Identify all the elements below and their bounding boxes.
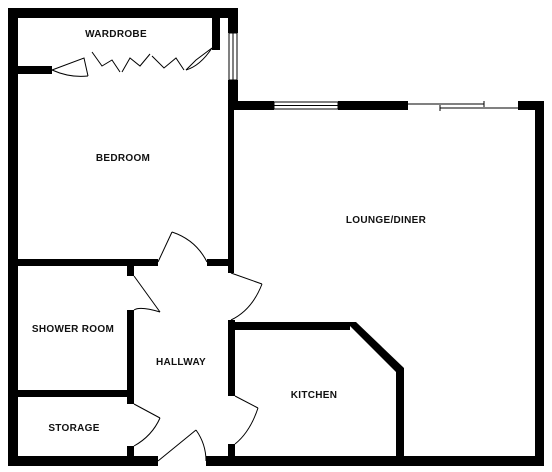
wall-lounge-top-3 (518, 101, 544, 110)
entrance-door (157, 429, 197, 462)
interior-walls (18, 18, 404, 460)
label-hallway: HALLWAY (156, 357, 206, 368)
wall-top-bedroom (8, 8, 238, 18)
doors (51, 47, 263, 462)
wall-lounge-top-2 (338, 101, 408, 110)
shower-right-wall-top (127, 264, 134, 276)
wardrobe-wall-left (18, 66, 52, 74)
kitchen-right-wall (396, 368, 404, 460)
kitchen-left-wall (228, 320, 235, 396)
wardrobe-door-1 (51, 57, 89, 77)
wall-bedroom-right-top (228, 8, 238, 33)
windows (228, 32, 518, 111)
storage-door (133, 403, 161, 419)
bedroom-bottom-wall (18, 259, 158, 266)
bedroom-lounge-wall (228, 108, 234, 273)
wardrobe-door-5 (185, 47, 213, 71)
label-lounge-diner: LOUNGE/DINER (346, 215, 427, 226)
wardrobe-door-3 (121, 53, 151, 73)
label-kitchen: KITCHEN (291, 390, 338, 401)
bedroom-bottom-wall-2 (207, 259, 229, 266)
kitchen-top-wall (228, 322, 350, 330)
label-shower-room: SHOWER ROOM (32, 324, 114, 335)
storage-right-wall-top (127, 390, 134, 404)
kitchen-door (234, 395, 259, 409)
wardrobe-wall-right (212, 18, 220, 50)
wall-bottom-right (206, 456, 544, 466)
lounge-door (230, 272, 263, 285)
storage-top-wall (18, 390, 134, 397)
room-labels: WARDROBE BEDROOM LOUNGE/DINER SHOWER ROO… (32, 29, 427, 434)
label-storage: STORAGE (48, 423, 99, 434)
wall-bedroom-right-bottom (228, 80, 238, 110)
label-bedroom: BEDROOM (96, 153, 150, 164)
shower-right-wall (127, 310, 134, 396)
wall-left (8, 8, 18, 466)
wall-bottom-left (8, 456, 158, 466)
kitchen-left-wall-bottom (228, 444, 235, 458)
bedroom-door (157, 231, 173, 263)
wall-right (535, 101, 544, 465)
wardrobe-door-2 (91, 51, 121, 73)
storage-right-wall-bottom (127, 446, 134, 458)
kitchen-diagonal-wall (346, 322, 404, 374)
shower-door (133, 275, 161, 313)
label-wardrobe: WARDROBE (85, 29, 147, 40)
outer-walls (8, 8, 544, 466)
wardrobe-door-4 (151, 55, 185, 71)
wall-lounge-top-1 (228, 101, 274, 110)
